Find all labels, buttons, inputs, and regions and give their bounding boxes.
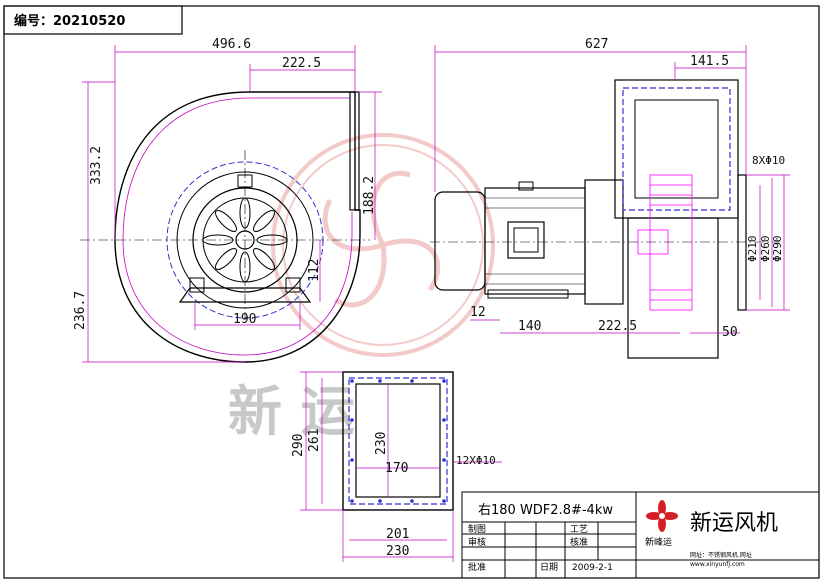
- label-date: 日期: [540, 562, 558, 573]
- dim-dia-210: Φ210: [746, 236, 759, 263]
- side-dimensions: [434, 45, 790, 334]
- dim-outer-h: 290: [291, 434, 306, 457]
- label-approved: 批准: [468, 561, 486, 573]
- dim-height-upper: 333.2: [89, 146, 104, 185]
- header-box: [3, 5, 183, 35]
- dim-opening-w: 170: [385, 461, 408, 476]
- date-value: 2009-2-1: [572, 563, 613, 573]
- outlet-dimensions: [300, 371, 502, 562]
- dim-inner-w: 201: [386, 527, 409, 542]
- dim-dia-290: Φ290: [771, 236, 784, 263]
- drawing-frame: [3, 5, 820, 579]
- dim-inlet-bolts: 8XΦ10: [752, 154, 785, 167]
- company-name: 新运风机: [690, 511, 778, 536]
- dim-outlet-bolts: 12XΦ10: [456, 454, 496, 467]
- dim-base-width: 190: [233, 312, 256, 327]
- dim-inner-h: 261: [307, 429, 322, 452]
- label-checked: 审核: [468, 536, 486, 548]
- dim-140: 140: [518, 319, 541, 334]
- front-view: [80, 91, 370, 363]
- dim-12: 12: [470, 305, 486, 320]
- company-logo-icon: [646, 500, 678, 532]
- model-name: 右180 WDF2.8#-4kw: [478, 503, 613, 518]
- watermark-text: 新 运: [228, 379, 355, 443]
- dim-outlet-width: 222.5: [282, 56, 321, 71]
- dim-opening-h: 230: [374, 432, 389, 455]
- dim-base-height: 112: [307, 259, 322, 282]
- dim-dia-260: Φ260: [759, 236, 772, 263]
- company-tagline: 网址：不锈钢风机.网址: [690, 551, 752, 559]
- logo-text: 新峰运: [645, 536, 672, 548]
- dim-outlet-height: 188.2: [362, 176, 377, 215]
- dim-overall-width: 496.6: [212, 37, 251, 52]
- outlet-view: [342, 371, 454, 511]
- side-view: [430, 79, 780, 359]
- label-verified: 核准: [570, 536, 588, 548]
- front-dimensions: [82, 45, 382, 363]
- dim-222: 222.5: [598, 319, 637, 334]
- watermark-logo: [271, 133, 495, 357]
- dim-50: 50: [722, 325, 738, 340]
- title-block: [461, 491, 820, 579]
- dim-overall-length: 627: [585, 37, 608, 52]
- dim-height-lower: 236.7: [73, 291, 88, 330]
- drawing-number: 编号：20210520: [14, 13, 125, 29]
- company-website: www.xinyunfj.com: [690, 561, 745, 568]
- label-drawn: 制图: [468, 523, 486, 535]
- dim-outer-w: 230: [386, 544, 409, 559]
- dim-flange-width: 141.5: [690, 54, 729, 69]
- label-process: 工艺: [570, 524, 588, 535]
